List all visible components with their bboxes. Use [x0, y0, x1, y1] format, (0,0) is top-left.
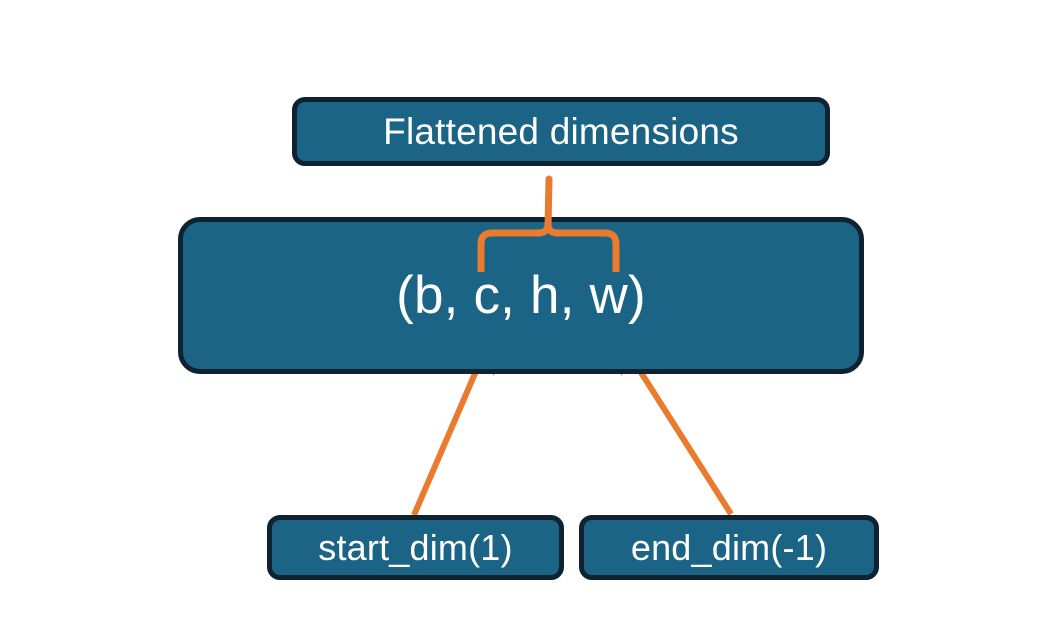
tensor-shape-box[interactable]: (b, c, h, w)	[178, 217, 864, 374]
start-dim-label: start_dim(1)	[318, 526, 513, 568]
tensor-shape-label: (b, c, h, w)	[396, 266, 646, 325]
flattened-dimensions-box[interactable]: Flattened dimensions	[292, 97, 830, 166]
start-dim-box[interactable]: start_dim(1)	[267, 515, 564, 580]
end-dim-box[interactable]: end_dim(-1)	[579, 515, 879, 580]
flattened-dimensions-label: Flattened dimensions	[383, 110, 739, 152]
end-dim-label: end_dim(-1)	[630, 526, 828, 568]
